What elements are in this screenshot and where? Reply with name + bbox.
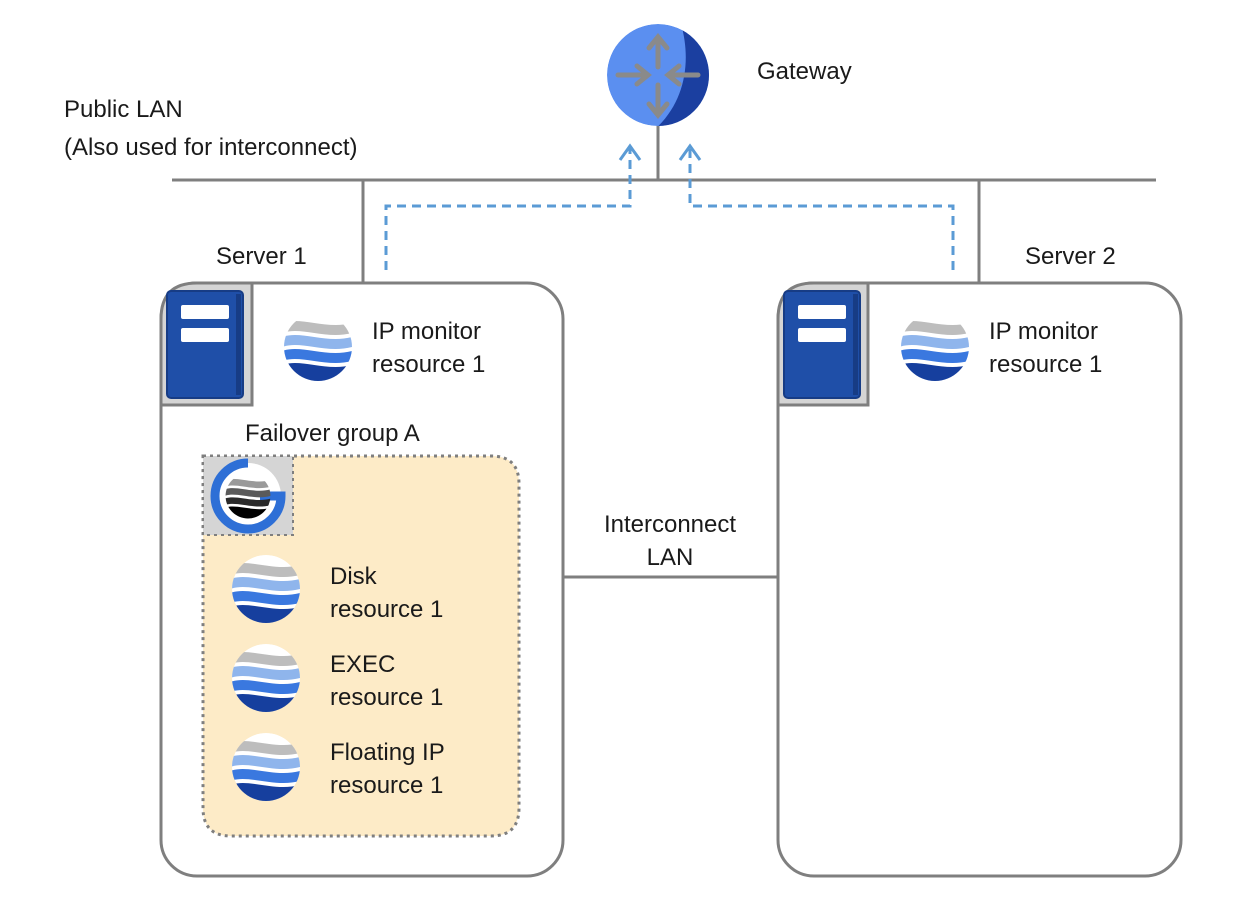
server1-arrowhead xyxy=(618,143,642,161)
server-icon xyxy=(159,281,254,407)
disk-resource-label: Disk xyxy=(330,563,377,590)
server1-monitor-label: IP monitor xyxy=(372,318,481,345)
public-lan-label: Public LAN xyxy=(64,96,183,123)
public-lan-note: (Also used for interconnect) xyxy=(64,134,358,161)
interconnect-lan-label-2: LAN xyxy=(646,544,694,571)
gateway-label: Gateway xyxy=(757,58,852,85)
server2-arrowhead xyxy=(678,143,702,161)
floating-ip-resource-label: Floating IP xyxy=(330,739,445,766)
server-icon xyxy=(776,281,870,407)
server2-box xyxy=(776,281,1183,878)
disk-resource-label-2: resource 1 xyxy=(330,596,444,623)
failover-group-icon xyxy=(202,455,294,536)
exec-resource-label-2: resource 1 xyxy=(330,684,444,711)
interconnect-lan-label: Interconnect xyxy=(603,511,737,538)
exec-resource-label: EXEC xyxy=(330,651,396,678)
server1-monitor-path xyxy=(384,148,632,270)
server2-monitor-path xyxy=(688,148,955,270)
router-icon xyxy=(607,24,709,126)
server2-title: Server 2 xyxy=(1025,243,1116,270)
server1-monitor-label-2: resource 1 xyxy=(372,351,486,378)
floating-ip-resource-label-2: resource 1 xyxy=(330,772,444,799)
server1-title: Server 1 xyxy=(216,243,307,270)
server2-monitor-label: IP monitor xyxy=(989,318,1098,345)
failover-group-title: Failover group A xyxy=(245,420,420,447)
server2-monitor-label-2: resource 1 xyxy=(989,351,1103,378)
